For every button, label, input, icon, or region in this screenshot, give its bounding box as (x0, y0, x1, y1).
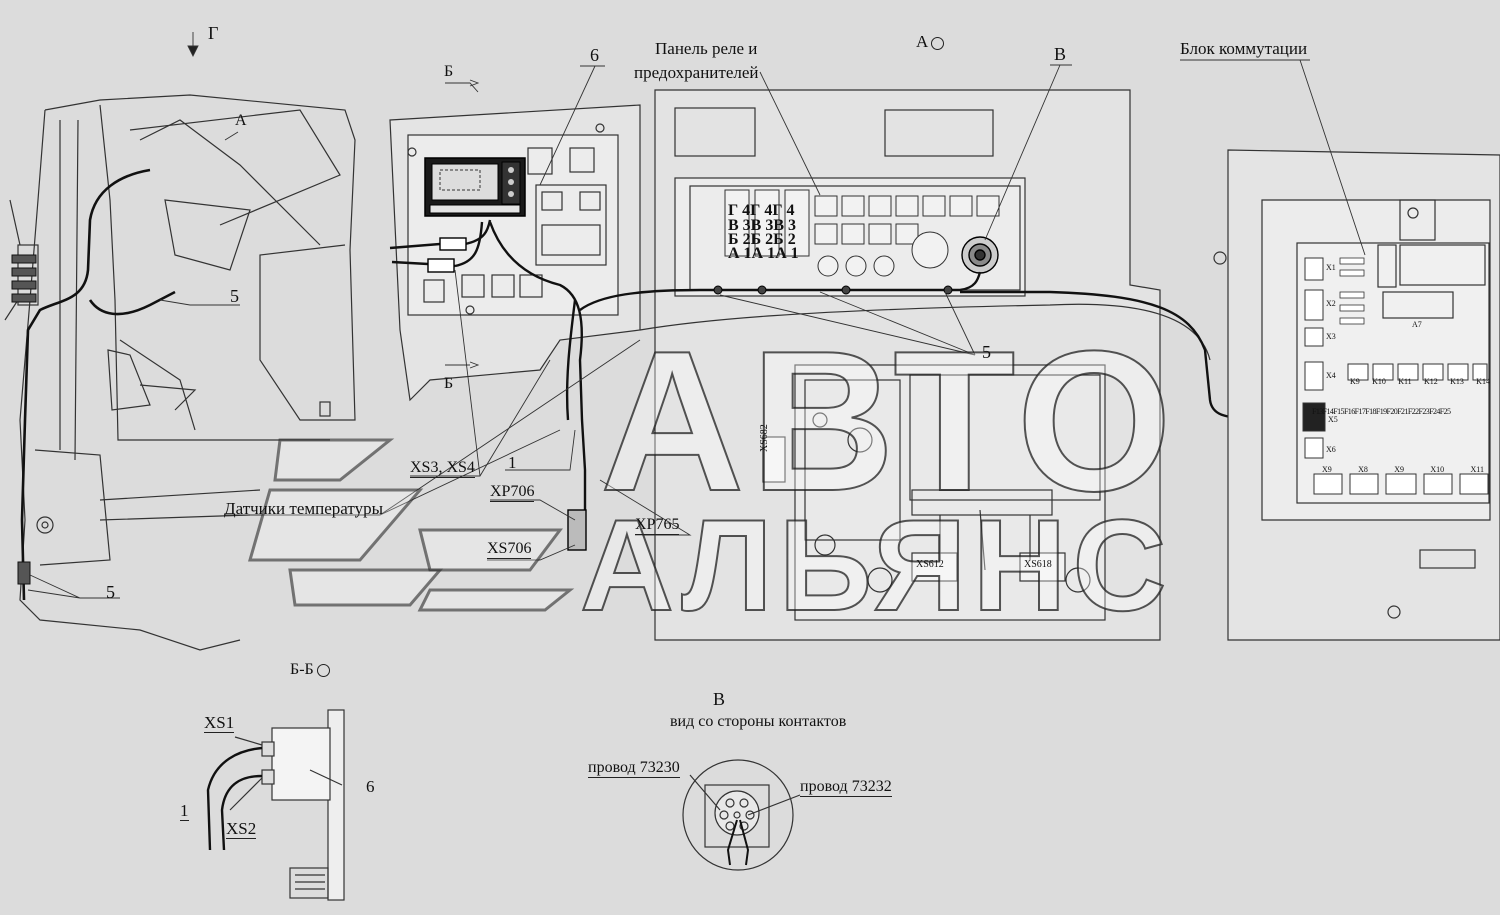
xs1-label: XS1 (204, 713, 235, 733)
callout-v: В (1054, 44, 1067, 64)
k-label: K14 (1476, 377, 1490, 386)
switch-x-labels: X9 X8 X9 X10 X11 (1322, 465, 1484, 474)
electronics-module (762, 364, 1106, 621)
fuse-letters-row1: Г 4Г 4Г 4 (728, 202, 795, 219)
xs682-label: XS682 (759, 424, 770, 452)
k-label: K12 (1423, 377, 1438, 386)
view-a-ring-icon (931, 36, 945, 50)
callout-5-left-bottom: 5 (106, 582, 115, 602)
callout-5-center: 5 (982, 342, 991, 362)
switch-block-frame (1213, 149, 1500, 641)
x-label: X11 (1470, 465, 1484, 474)
fuse-letters-row4: А 1А 1А 1 (728, 245, 799, 262)
relay-panel-label-line2: предохранителей (634, 63, 759, 82)
switch-k-labels: K9 K10 K11 K12 K13 K14 (1350, 377, 1490, 386)
watermark-logo (248, 438, 575, 612)
section-b-top-label: Б (444, 63, 454, 80)
fuse-letters-row3: Б 2Б 2Б 2 (728, 231, 796, 248)
callout-1-bb: 1 (180, 801, 189, 821)
relay-panel-label-line1: Панель реле и (655, 39, 758, 58)
view-v-wires (726, 819, 750, 866)
xs706-label: XS706 (487, 540, 532, 559)
switch-a7-label: A7 (1412, 320, 1422, 329)
view-g-label: Г (208, 23, 219, 43)
switch-x-left-3: X3 (1326, 332, 1336, 341)
harness-clips (713, 285, 953, 295)
fuse-letters-row2: В 3В 3В 3 (728, 217, 797, 234)
view-a-ring-text: А (916, 32, 929, 51)
xs618-label: XS618 (1024, 559, 1052, 570)
temperature-controller (424, 157, 526, 217)
leader-lines (27, 32, 1366, 599)
fuse-grid (724, 189, 1000, 277)
switch-f-labels: F13F14F15F16F17F18F19F20F21F22F23F24F25 (1312, 407, 1451, 416)
xp765-label: XP765 (635, 516, 680, 535)
section-bb-title: Б-Б (290, 662, 330, 678)
switch-x-left-4: X4 (1326, 371, 1336, 380)
round-connector-v (961, 236, 999, 274)
x-label: X10 (1430, 465, 1445, 474)
switch-block-label: Блок коммутации (1180, 39, 1308, 58)
xs2-label: XS2 (226, 819, 257, 839)
section-bb-wires (206, 746, 263, 851)
k-label: K11 (1398, 377, 1412, 386)
cab-left-section (4, 94, 356, 651)
temp-sensors-label: Датчики температуры (224, 499, 383, 518)
switch-block-relays (1302, 257, 1489, 495)
switch-x-left-6: X6 (1326, 445, 1336, 454)
section-bb-text: Б-Б (290, 661, 314, 678)
view-v-title: В (713, 689, 726, 709)
switch-x-left-2: X2 (1326, 299, 1336, 308)
view-v-connector (682, 759, 801, 871)
callout-6-top: 6 (590, 45, 599, 65)
xp706-label: XP706 (490, 483, 535, 502)
k-label: K10 (1372, 377, 1386, 386)
wire-73232-label: провод 73232 (800, 778, 892, 797)
watermark-line2: АЛЬЯНС (579, 492, 1173, 638)
x-label: X9 (1394, 465, 1405, 474)
x-label: X9 (1322, 465, 1332, 474)
panel-connectors (427, 237, 587, 551)
xs3-xs4-label: XS3, XS4 (410, 459, 475, 478)
view-a-ring-label: А (916, 32, 945, 51)
callout-5-left-top: 5 (230, 286, 239, 306)
left-harness (20, 168, 176, 601)
k-label: K9 (1350, 377, 1360, 386)
switch-block-fuses (1339, 257, 1365, 325)
left-connectors (11, 254, 37, 585)
switch-x-left-5: X5 (1328, 415, 1338, 424)
k-label: K13 (1450, 377, 1464, 386)
wire-73230-label: провод 73230 (588, 759, 680, 778)
section-b-bottom-label: Б (444, 375, 454, 392)
xs612-label: XS612 (916, 559, 944, 570)
section-bb-drawing (229, 709, 345, 901)
switch-x-left-1: X1 (1326, 263, 1336, 272)
watermark-line1: АВТО (599, 310, 1179, 533)
x-label: X8 (1358, 465, 1368, 474)
view-a-label: А (235, 112, 247, 129)
callout-1: 1 (508, 453, 517, 472)
callout-6-bb: 6 (366, 777, 375, 796)
section-bb-ring-icon (316, 663, 330, 677)
view-v-subtitle: вид со стороны контактов (670, 713, 847, 730)
